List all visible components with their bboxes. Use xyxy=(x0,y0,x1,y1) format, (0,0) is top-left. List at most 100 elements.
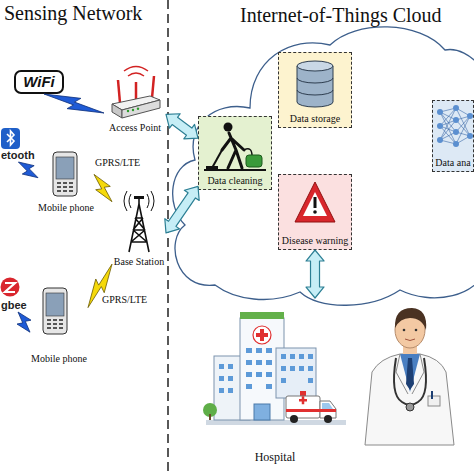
doctor-figure xyxy=(415,329,418,332)
doctor-figure xyxy=(400,354,420,392)
doctor-figure xyxy=(395,308,426,330)
hospital-illustration xyxy=(206,420,346,425)
hospital: Hospital xyxy=(205,298,345,466)
router-icon xyxy=(135,82,138,100)
box-label: Disease warning xyxy=(279,235,351,246)
process-box: Disease warning xyxy=(278,174,352,250)
hospital-illustration xyxy=(203,403,217,417)
neural-net-icon xyxy=(453,105,459,111)
hospital-illustration xyxy=(281,354,313,383)
warning-icon xyxy=(314,197,317,208)
router-icon xyxy=(137,108,139,110)
box-label: Data storage xyxy=(279,113,351,124)
zigbee-icon xyxy=(5,283,15,292)
cellular-link xyxy=(94,174,112,201)
router-icon xyxy=(127,110,129,112)
section-divider xyxy=(167,0,169,474)
neural-net-icon xyxy=(453,141,459,147)
bluetooth-logo: etooth xyxy=(0,128,46,162)
process-box: Data storage xyxy=(278,52,352,128)
hospital-illustration xyxy=(260,329,264,341)
access-point: Access Point xyxy=(104,64,166,134)
doctor-figure xyxy=(396,354,424,394)
section-title: Sensing Network xyxy=(4,2,142,24)
hospital-illustration xyxy=(300,391,306,396)
phone-icon xyxy=(53,152,77,196)
neural-net-icon xyxy=(437,105,473,147)
router-icon xyxy=(152,76,154,98)
database-icon xyxy=(297,78,333,95)
wireless-link xyxy=(17,312,31,332)
hospital-illustration xyxy=(253,326,271,344)
router-icon xyxy=(118,80,120,103)
database-icon xyxy=(297,66,333,107)
router-icon xyxy=(124,67,148,77)
cleaner-icon xyxy=(246,155,262,167)
hospital-illustration xyxy=(203,312,346,425)
neural-net-icon xyxy=(437,123,443,129)
device-label: Mobile phone xyxy=(38,202,94,213)
device-label: Base Station xyxy=(112,256,166,267)
wifi-logo: WiFi xyxy=(14,70,64,94)
hospital-illustration xyxy=(219,364,233,393)
doctor-figure xyxy=(405,339,415,341)
hospital-illustration xyxy=(302,396,305,404)
cleaner-icon xyxy=(204,123,266,171)
hospital-illustration xyxy=(240,318,284,420)
neural-net-icon xyxy=(437,109,443,115)
doctor-figure xyxy=(365,354,454,445)
box-label: Data ana xyxy=(433,157,473,168)
cleaner-icon xyxy=(212,150,222,168)
router-icon xyxy=(112,104,122,118)
device-label: Access Point xyxy=(104,122,166,133)
doctor-figure xyxy=(365,308,454,445)
hospital-illustration xyxy=(324,415,332,423)
router-icon xyxy=(132,109,134,111)
cleaner-icon xyxy=(206,166,218,169)
hospital-illustration xyxy=(290,415,298,423)
data-arrow xyxy=(166,114,198,139)
tower-icon xyxy=(124,191,154,252)
database-icon xyxy=(297,61,333,107)
bluetooth-icon xyxy=(1,128,20,149)
warning-icon xyxy=(295,182,335,222)
hospital-illustration xyxy=(322,403,333,409)
warning-icon xyxy=(313,210,317,214)
neural-net-icon xyxy=(467,113,473,119)
doctor-figure xyxy=(394,358,426,405)
hospital-illustration xyxy=(256,333,268,337)
process-box: Data cleaning xyxy=(198,116,272,190)
cleaner-icon xyxy=(244,149,252,156)
link-label: GPRS/LTE xyxy=(95,157,140,168)
hospital-illustration xyxy=(214,356,250,420)
tower-icon xyxy=(134,196,144,199)
phone-icon xyxy=(43,288,67,334)
logo-text: gbee xyxy=(1,300,36,311)
zigbee-icon xyxy=(1,278,20,297)
phone-icon xyxy=(43,288,67,334)
hospital-illustration xyxy=(286,409,336,412)
warning-icon xyxy=(303,192,327,216)
phone-icon xyxy=(53,152,77,196)
place-label: Hospital xyxy=(205,451,345,464)
phone-icon xyxy=(57,183,73,191)
box-label: Data cleaning xyxy=(199,175,271,186)
hospital-illustration xyxy=(320,401,336,418)
phone-icon xyxy=(47,320,63,328)
cloud-outline xyxy=(173,27,474,305)
wireless-link xyxy=(18,162,38,178)
warning-icon xyxy=(295,182,335,222)
tower-icon xyxy=(138,196,140,204)
tower-icon xyxy=(124,191,154,211)
hospital-illustration xyxy=(254,404,270,420)
neural-net-icon xyxy=(453,117,459,123)
doctor-figure xyxy=(395,312,425,348)
phone-icon xyxy=(56,157,74,179)
zigbee-logo: gbee xyxy=(0,276,36,312)
doctor-figure xyxy=(406,358,414,390)
doctor-figure xyxy=(428,396,440,406)
mobile-phone: Mobile phone xyxy=(38,148,94,214)
